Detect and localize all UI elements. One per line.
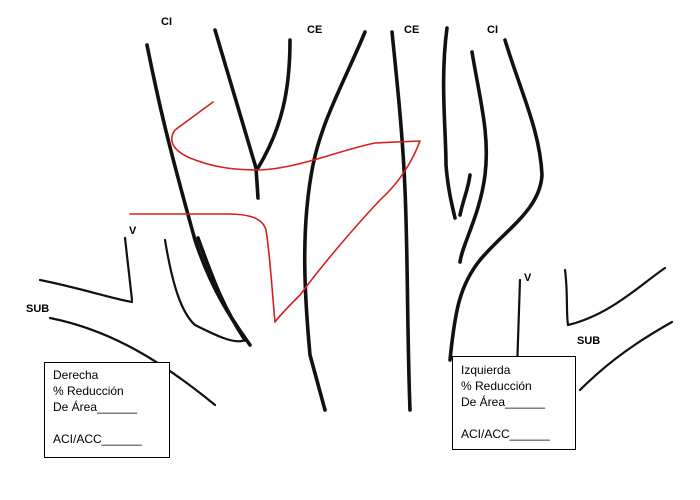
label-v-left: V	[129, 225, 137, 237]
right-cca-medial-wall	[302, 30, 367, 412]
label-sub-left: SUB	[26, 303, 50, 315]
right-vertebral-artery	[123, 236, 134, 302]
left-cca-lateral-wall	[390, 30, 412, 412]
left-box-side: Izquierda	[461, 363, 511, 377]
right-box-side: Derecha	[53, 368, 99, 382]
left-subclavian-upper	[563, 266, 667, 327]
right-ci-inner-wall	[196, 236, 247, 342]
right-subclavian-lower	[48, 316, 217, 407]
right-box-ratio-field[interactable]: ACI/ACC______	[53, 432, 142, 446]
left-ci-outer-wall	[458, 50, 489, 264]
right-measurement-box: Derecha % Reducción De Área______ ACI/AC…	[44, 362, 170, 458]
right-ice-wall	[213, 28, 260, 200]
left-box-ratio-field[interactable]: ACI/ACC______	[461, 427, 550, 441]
red-trace-lower	[129, 213, 276, 323]
label-ci-right: CI	[487, 24, 498, 36]
right-subclavian-upper	[38, 278, 134, 304]
left-subclavian-lower	[578, 320, 674, 392]
right-cca-lateral-lower	[163, 238, 247, 343]
label-v-right: V	[524, 272, 532, 284]
right-box-reduction: % Reducción	[53, 384, 124, 398]
left-box-reduction: % Reducción	[461, 379, 532, 393]
left-ce-branch	[441, 26, 457, 220]
left-ici-wall	[458, 173, 472, 217]
label-ci-left: CI	[161, 16, 172, 28]
left-measurement-box: Izquierda % Reducción De Área______ ACI/…	[452, 356, 576, 450]
left-cca-medial-lower	[448, 38, 544, 362]
right-box-area-field[interactable]: De Área______	[53, 400, 138, 414]
label-ce-left: CE	[307, 24, 323, 36]
label-ce-right: CE	[404, 24, 420, 36]
label-sub-right: SUB	[577, 335, 601, 347]
left-box-area-field[interactable]: De Área______	[461, 395, 546, 409]
red-trace-upper	[171, 101, 421, 323]
right-ce-lateral-wall	[256, 38, 292, 170]
